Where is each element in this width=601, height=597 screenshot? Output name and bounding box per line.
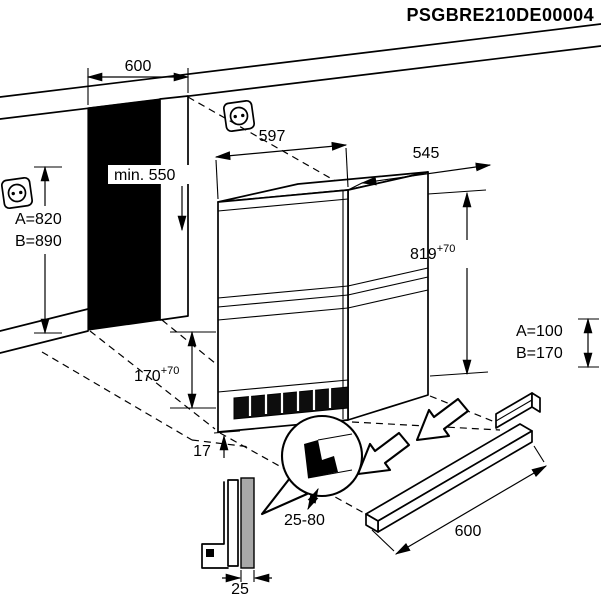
power-outlet-left-icon	[0, 176, 34, 210]
niche-side-wall	[159, 95, 189, 321]
ventilation-grille	[233, 386, 349, 420]
dim-plinth-board-length-label: 600	[455, 523, 482, 540]
plinth-panel-section	[240, 477, 255, 569]
dim-plinth-clearance: 25-80	[284, 487, 325, 529]
appliance-side-face	[347, 171, 429, 421]
dim-plinth-board-length: 600	[371, 445, 548, 555]
appliance-front-face	[217, 189, 349, 433]
dim-door-floor-gap: 17	[193, 430, 241, 460]
dim-appliance-depth-label: 545	[413, 145, 440, 162]
dim-plinth-clearance-label: 25-80	[284, 512, 325, 529]
magnifier-circle	[280, 414, 364, 498]
cross-section-detail: 25	[201, 477, 272, 597]
dim-plinth-height: A=100 B=170	[516, 317, 599, 369]
power-outlet-top-icon	[222, 99, 256, 133]
insert-arrow-icon	[415, 397, 470, 442]
dim-plinth-cutout-height: 170+70	[134, 330, 216, 410]
document-code: PSGBRE210DE00004	[406, 5, 594, 25]
dim-niche-height-b-label: B=890	[15, 233, 62, 250]
dim-plinth-height-b-label: B=170	[516, 345, 563, 362]
dim-plinth-cutout-label: 170+70	[134, 365, 179, 385]
door-lines	[217, 191, 429, 419]
dim-plinth-height-a-label: A=100	[516, 323, 563, 340]
label-halo	[108, 165, 194, 184]
dim-niche-width-label: 600	[125, 58, 152, 75]
detail-zoom-balloon	[260, 414, 364, 516]
dim-appliance-width: 597	[214, 128, 349, 200]
magnified-corner-detail	[304, 433, 353, 479]
plinth-end-bracket	[495, 392, 541, 429]
dim-appliance-height-label: 819+70	[410, 243, 455, 263]
dim-door-floor-gap-label: 17	[193, 443, 211, 460]
niche-opening: min. 550	[87, 95, 194, 331]
niche-shadow	[87, 98, 161, 331]
insert-arrow-icon	[356, 431, 411, 476]
dim-niche-width: 600	[86, 58, 190, 105]
appliance	[217, 171, 429, 433]
dim-appliance-height: 819+70	[410, 189, 489, 377]
dim-plinth-panel-thickness: 25	[222, 570, 272, 597]
dim-plinth-panel-thickness-label: 25	[231, 581, 249, 597]
appliance-foot-section	[227, 479, 239, 567]
dim-appliance-width-label: 597	[259, 128, 286, 145]
dim-niche-depth-label: min. 550	[114, 167, 175, 184]
dim-appliance-depth: 545	[349, 145, 492, 190]
dim-niche-height-a-label: A=820	[15, 211, 62, 228]
grille-slats	[248, 387, 332, 416]
dim-niche-height: A=820 B=890	[15, 165, 62, 335]
insert-arrow-icons	[356, 397, 470, 476]
